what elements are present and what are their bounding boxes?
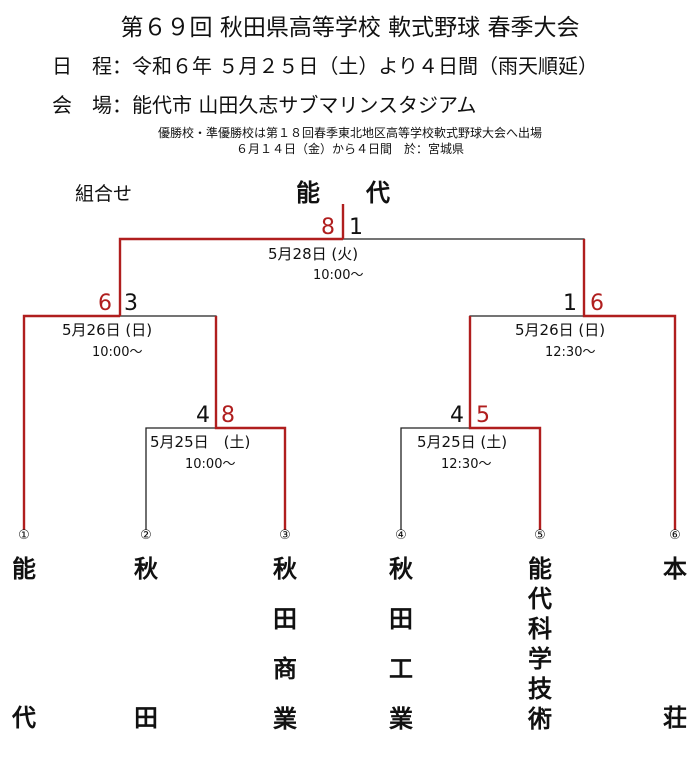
q-right-score-right: 5 [476, 403, 490, 428]
line-final-right [343, 238, 585, 316]
line-q-right-win [468, 316, 542, 530]
semi-left-time: 10:00～ [92, 345, 143, 360]
line-team6 [584, 315, 676, 530]
team-5-char: 能 [528, 555, 552, 583]
team-6-number: ⑥ [669, 528, 681, 543]
line-q-left-win [214, 316, 287, 530]
line-semi-right-win [582, 239, 677, 530]
team-4-name: 秋 田 工 業 [383, 557, 419, 757]
winner-lines [22, 204, 677, 530]
venue-value: 能代市 山田久志サブマリンスタジアム [132, 93, 477, 117]
team-3-char: 業 [273, 705, 297, 733]
team-3-char: 秋 [273, 555, 297, 583]
team-4-char: 秋 [389, 555, 413, 583]
team-5-char: 学 [528, 645, 552, 673]
semi-right-date: 5月26日 (日) [515, 321, 606, 339]
semi-right-score-right: 6 [590, 291, 604, 316]
champion-char-2: 代 [366, 179, 390, 207]
team-5-number: ⑤ [534, 528, 546, 543]
line-q-right-left [400, 427, 470, 530]
semi-left-score-left: 6 [98, 291, 112, 316]
note-line-2: ６月１４日（金）から４日間 於：宮城県 [235, 142, 464, 156]
semi-left-date: 5月26日 (日) [62, 321, 153, 339]
team-5-name: 能 代 科 学 技 術 [522, 557, 558, 737]
final-score-right: 1 [349, 215, 363, 240]
team-5-char: 術 [528, 705, 552, 733]
line-final-left [118, 237, 343, 316]
venue-row: 会 場：能代市 山田久志サブマリンスタジアム [52, 89, 477, 118]
loser-lines [120, 238, 676, 530]
team-3-name: 秋 田 商 業 [267, 557, 303, 757]
venue-label: 会 場： [52, 93, 132, 117]
team-2-name-bottom: 田 [134, 704, 158, 732]
team-6-name-top: 本 [663, 555, 687, 583]
line-q-left-left [145, 427, 216, 530]
team-4-number: ④ [395, 528, 407, 543]
team-5-char: 代 [528, 585, 552, 613]
team-1-name-bottom: 代 [12, 704, 36, 732]
team-1-number: ① [18, 528, 30, 543]
team-5-char: 技 [528, 675, 552, 703]
q-right-date: 5月25日 (土) [417, 433, 508, 451]
q-left-date: 5月25日 (土) [150, 433, 251, 451]
team-4-char: 田 [389, 605, 413, 633]
team-2-name-top: 秋 [134, 555, 158, 583]
team-4-char: 工 [389, 655, 413, 683]
line-semi-left-win [22, 314, 120, 530]
team-6-name-bottom: 荘 [663, 704, 687, 732]
team-4-char: 業 [389, 705, 413, 733]
final-score-left: 8 [321, 215, 335, 240]
semi-right-time: 12:30～ [545, 345, 596, 360]
q-left-score-right: 8 [221, 403, 235, 428]
team-3-char: 商 [273, 655, 297, 683]
note-line-1: 優勝校・準優勝校は第１８回春季東北地区高等学校軟式野球大会へ出場 [157, 126, 542, 140]
semi-left-score-right: 3 [124, 291, 138, 316]
team-1-name-top: 能 [12, 555, 36, 583]
schedule-value: 令和６年 ５月２５日（土）より４日間（雨天順延） [132, 54, 598, 78]
q-left-score-left: 4 [196, 403, 210, 428]
schedule-row: 日 程：令和６年 ５月２５日（土）より４日間（雨天順延） [52, 50, 598, 79]
team-3-char: 田 [273, 605, 297, 633]
final-date: 5月28日 (火) [268, 245, 359, 263]
team-2-number: ② [140, 528, 152, 543]
final-time: 10:00～ [313, 268, 364, 283]
q-right-score-left: 4 [450, 403, 464, 428]
q-left-time: 10:00～ [185, 457, 236, 472]
semi-right-score-left: 1 [563, 291, 577, 316]
page-title: 第６９回 秋田県高等学校 軟式野球 春季大会 [120, 15, 580, 41]
team-5-char: 科 [528, 615, 552, 643]
team-3-number: ③ [279, 528, 291, 543]
champion-char-1: 能 [296, 179, 320, 207]
schedule-label: 日 程： [52, 54, 132, 78]
q-right-time: 12:30～ [441, 457, 492, 472]
bracket-label: 組合せ [75, 183, 133, 205]
